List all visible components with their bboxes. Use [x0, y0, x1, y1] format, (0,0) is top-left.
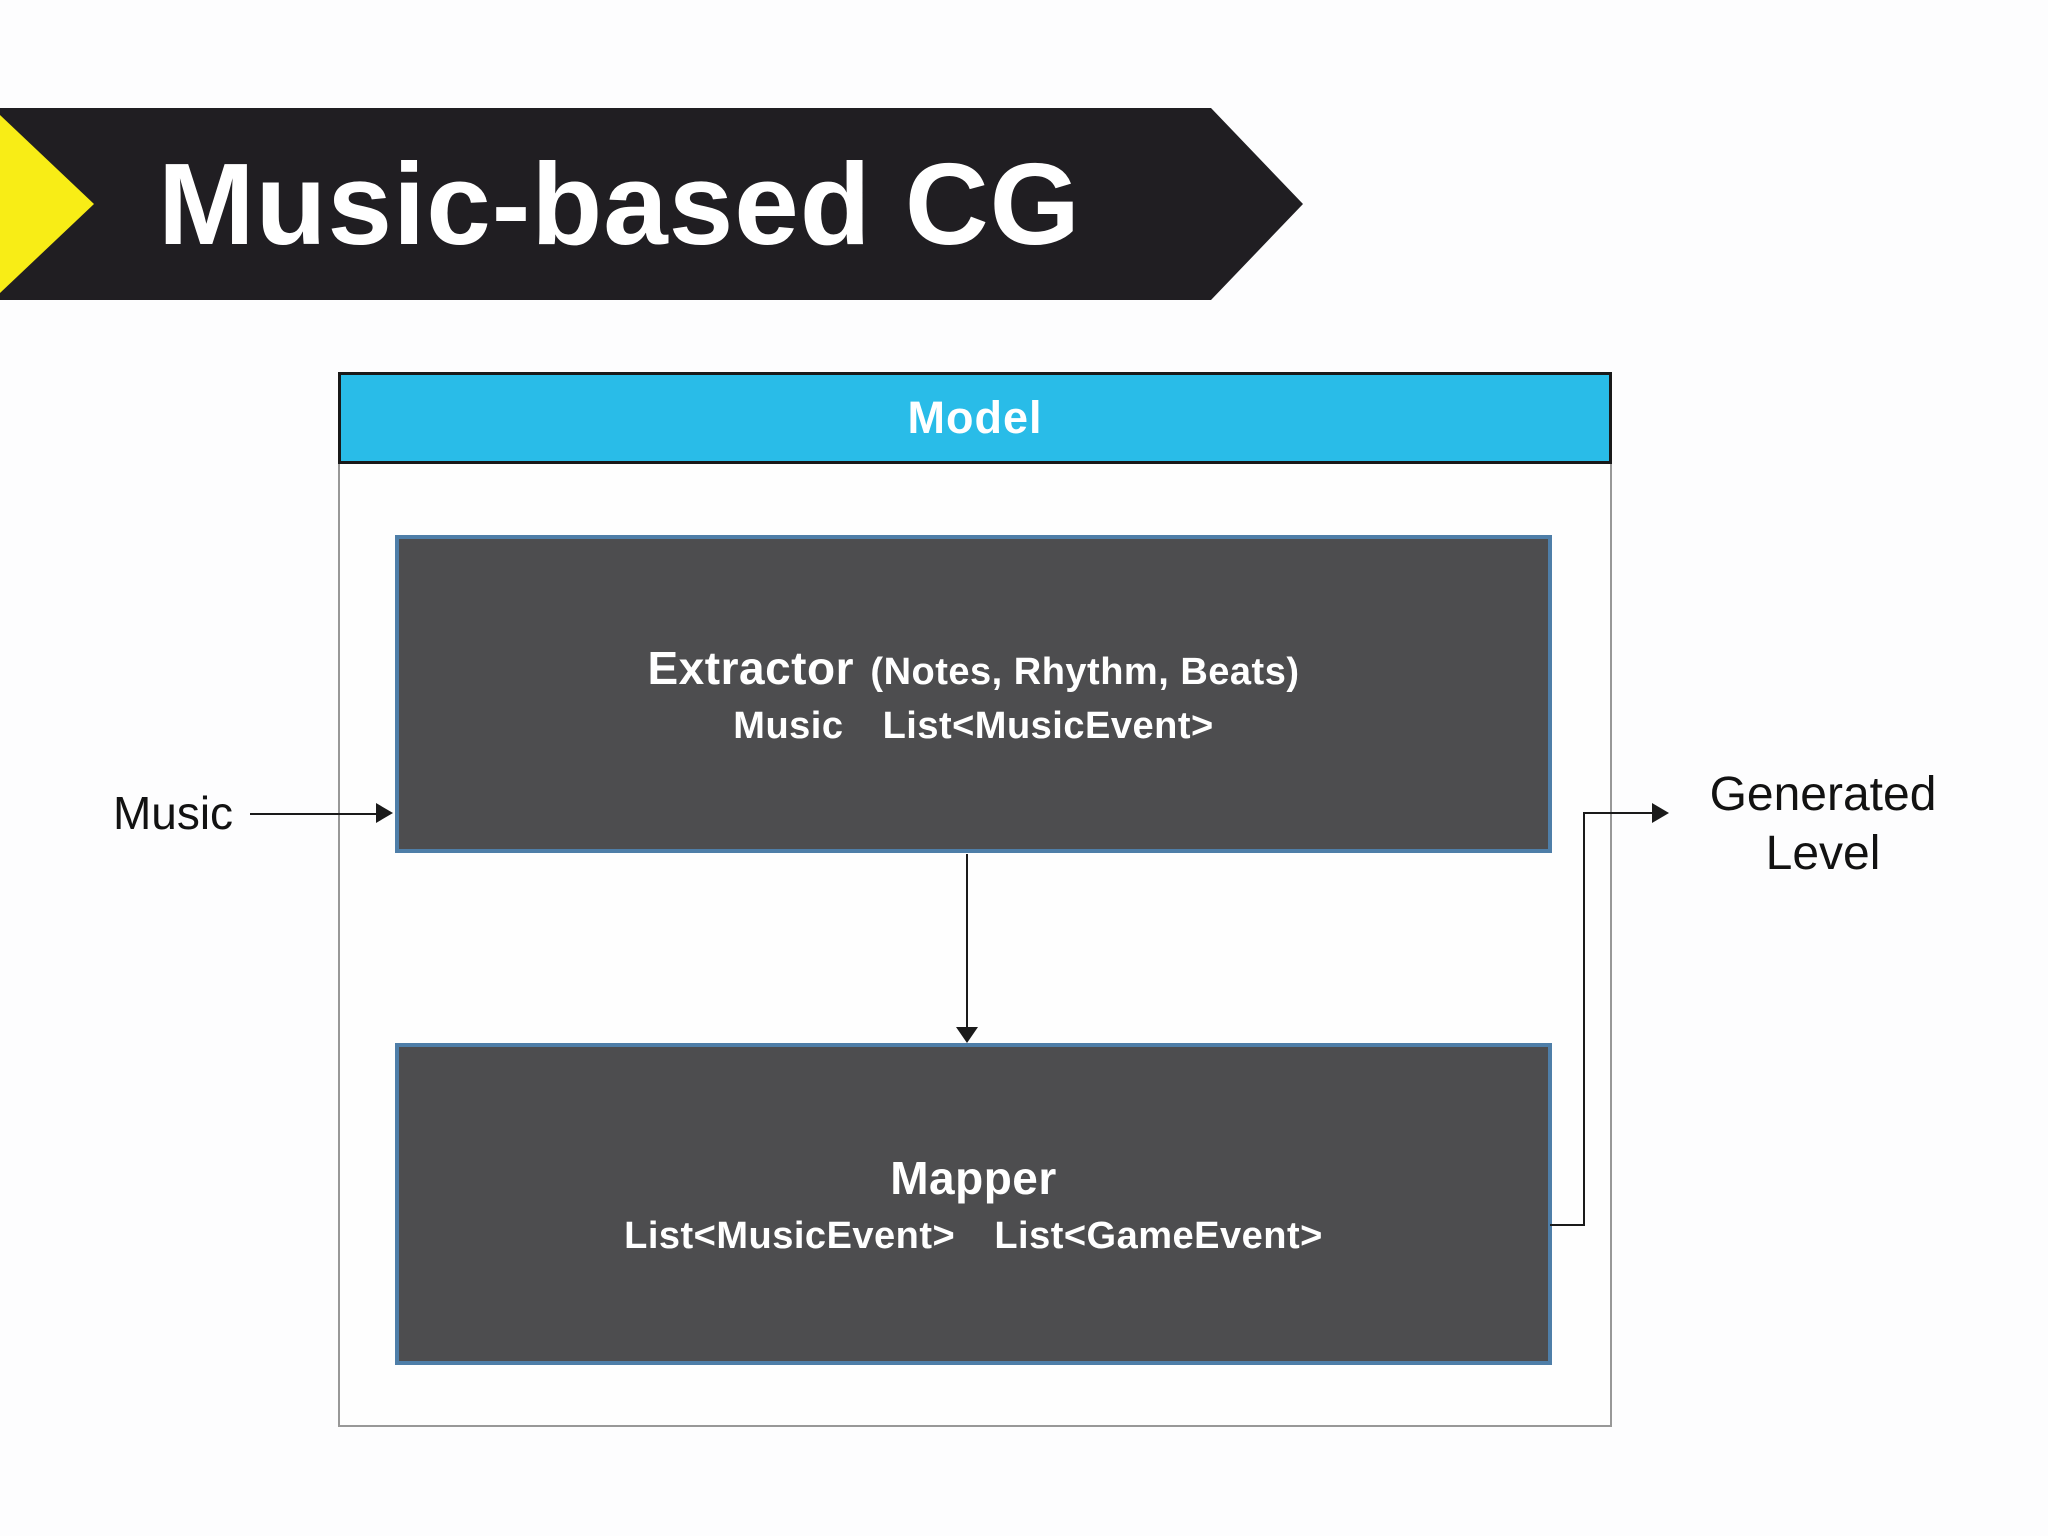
music-input-label: Music	[112, 787, 234, 839]
mapper-box: Mapper List<MusicEvent> List<GameEvent>	[395, 1043, 1552, 1365]
mapper-title-line: Mapper	[890, 1151, 1057, 1205]
mapper-output-type: List<GameEvent>	[994, 1214, 1323, 1257]
model-header: Model	[338, 372, 1612, 464]
extractor-signature-line: Music List<MusicEvent>	[733, 705, 1213, 748]
music-arrowhead-icon	[376, 803, 393, 823]
generated-level-line	[1583, 812, 1653, 814]
banner-arrow-shape	[0, 108, 1303, 300]
extractor-title-line: Extractor (Notes, Rhythm, Beats)	[648, 641, 1300, 695]
extractor-to-mapper-arrowhead-icon	[956, 1027, 978, 1043]
generated-level-arrowhead-icon	[1652, 803, 1669, 823]
extractor-detail: (Notes, Rhythm, Beats)	[870, 650, 1300, 693]
mapper-name: Mapper	[890, 1151, 1057, 1204]
slide-title: Music-based CG	[158, 139, 1081, 269]
title-banner: Music-based CG	[0, 108, 1303, 300]
model-header-label: Model	[907, 392, 1043, 443]
extractor-output-type: List<MusicEvent>	[882, 704, 1214, 747]
mapper-output-line-horizontal	[1550, 1224, 1584, 1226]
mapper-output-line-vertical	[1583, 812, 1585, 1226]
music-arrow-line	[250, 813, 376, 815]
extractor-input-type: Music	[733, 704, 844, 747]
extractor-name: Extractor	[647, 641, 854, 694]
generated-level-label: Generated Level	[1709, 768, 1937, 880]
extractor-box: Extractor (Notes, Rhythm, Beats) Music L…	[395, 535, 1552, 853]
mapper-input-type: List<MusicEvent>	[624, 1214, 956, 1257]
mapper-signature-line: List<MusicEvent> List<GameEvent>	[624, 1215, 1323, 1258]
extractor-to-mapper-line	[966, 854, 968, 1028]
